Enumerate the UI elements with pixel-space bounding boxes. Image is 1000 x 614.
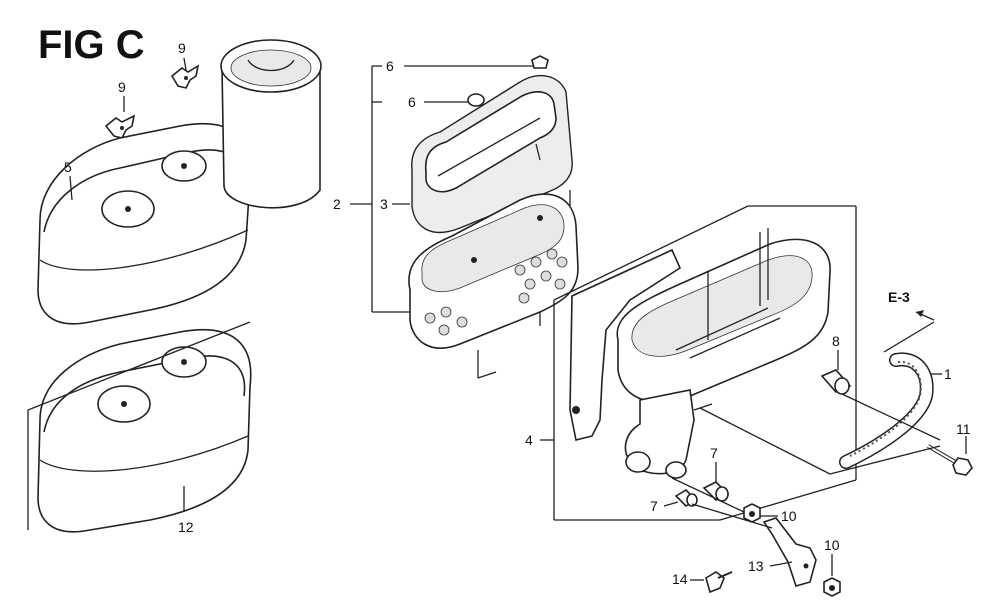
phantom-line-bracket (691, 503, 773, 529)
callout-6-upper: 6 (386, 58, 394, 74)
collar-7-left (674, 488, 698, 508)
grommet-upper (531, 55, 549, 69)
callout-10-lower: 10 (824, 537, 840, 553)
air-cleaner-base (569, 228, 831, 479)
leader-9a (183, 57, 187, 71)
callout-3: 3 (380, 196, 388, 212)
air-cleaner-cover-lower (37, 328, 252, 533)
bolt-14 (705, 571, 733, 594)
phantom-line-cover (27, 321, 251, 411)
callout-4: 4 (525, 432, 533, 448)
paper-filter-element (408, 193, 579, 349)
phantom-lines-element (477, 143, 571, 379)
callout-14: 14 (672, 571, 688, 587)
callout-6-lower: 6 (408, 94, 416, 110)
phantom-line-tube (883, 321, 935, 353)
phantom-line-nut (671, 477, 745, 513)
phantom-line-bolt (829, 445, 941, 475)
wing-nut-lower (104, 114, 136, 139)
bracket-2 (350, 65, 420, 313)
reference-arrow (915, 310, 935, 321)
reference-label: E-3 (888, 289, 910, 305)
callout-2: 2 (333, 196, 341, 212)
leader-13 (769, 561, 793, 567)
phantom-line-collar (841, 393, 941, 441)
callout-9-lower: 9 (118, 79, 126, 95)
outer-foam-element (411, 74, 573, 234)
air-cleaner-cover-upper (37, 122, 252, 325)
bracket-4 (540, 205, 857, 521)
callout-1: 1 (944, 366, 952, 382)
support-bracket (762, 517, 817, 587)
collar-8 (820, 369, 852, 395)
leader-7b (663, 501, 679, 507)
callout-7-left: 7 (650, 498, 658, 514)
figure-title: FIG C (38, 23, 145, 67)
callout-7-right: 7 (710, 445, 718, 461)
leader-5 (69, 175, 73, 201)
wing-nut-upper (170, 64, 200, 89)
nut-10-upper (743, 503, 761, 523)
callout-12: 12 (178, 519, 194, 535)
grommet-lower (467, 93, 485, 107)
air-cleaner-elbow-tube (220, 39, 322, 209)
callout-5: 5 (64, 159, 72, 175)
phantom-line-base (699, 407, 831, 475)
collar-7-right (702, 481, 730, 502)
callout-8: 8 (832, 333, 840, 349)
callout-9-upper: 9 (178, 40, 186, 56)
callout-10-upper: 10 (781, 508, 797, 524)
callout-11: 11 (956, 421, 971, 437)
callout-13: 13 (748, 558, 764, 574)
nut-10-lower (823, 577, 841, 597)
bolt-11 (926, 444, 973, 476)
breather-tube (839, 352, 934, 469)
